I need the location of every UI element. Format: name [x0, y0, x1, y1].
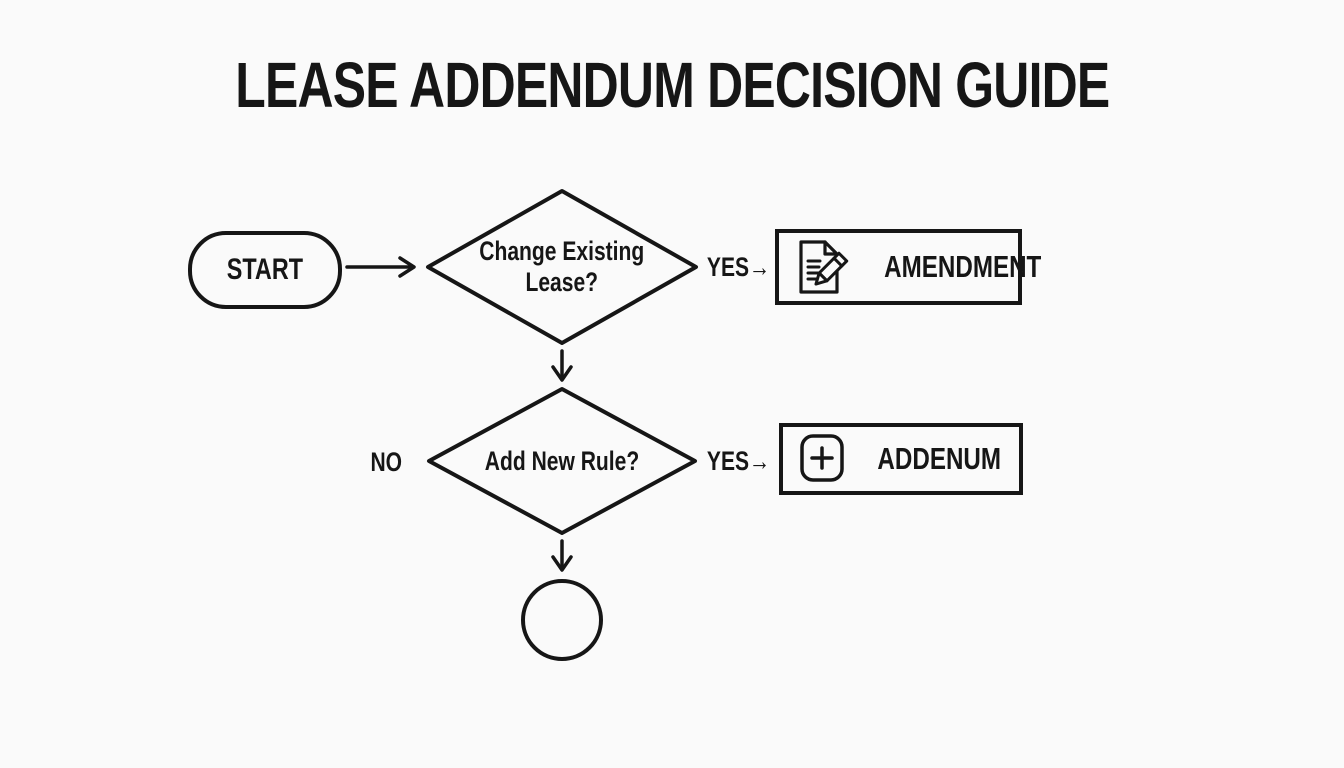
- edge-label-yes-2: YES→: [698, 446, 772, 477]
- start-node: START: [188, 231, 342, 309]
- page-title: LEASE ADDENDUM DECISION GUIDE: [0, 48, 1344, 122]
- decision1-line2: Lease?: [525, 266, 599, 297]
- edge-label-no-text: NO: [370, 447, 402, 477]
- edge-label-yes-2-text: YES→: [706, 446, 771, 476]
- start-node-label: START: [226, 253, 304, 286]
- arrow-decision2-to-end: [551, 539, 573, 572]
- edge-label-no: NO: [356, 447, 416, 478]
- arrow-decision1-to-decision2: [551, 349, 573, 382]
- amendment-label: AMENDMENT: [884, 249, 1042, 284]
- edge-label-yes-1: YES→: [698, 252, 772, 283]
- amendment-node: AMENDMENT: [775, 229, 1041, 305]
- end-terminal-circle: [521, 579, 603, 661]
- decision2-diamond: [427, 387, 697, 535]
- addendum-label: ADDENUM: [877, 441, 1002, 476]
- decision1-diamond: [426, 189, 698, 345]
- document-pencil-icon: [799, 240, 849, 294]
- addendum-node: ADDENUM: [779, 423, 1023, 495]
- decision1-line1: Change Existing: [479, 236, 645, 266]
- page-title-text: LEASE ADDENDUM DECISION GUIDE: [234, 49, 1110, 121]
- arrow-start-to-decision1: [345, 256, 416, 278]
- decision2-label: Add New Rule?: [442, 446, 682, 477]
- plus-square-icon: [800, 434, 844, 482]
- decision2-text: Add New Rule?: [484, 446, 640, 476]
- edge-label-yes-1-text: YES→: [706, 252, 771, 282]
